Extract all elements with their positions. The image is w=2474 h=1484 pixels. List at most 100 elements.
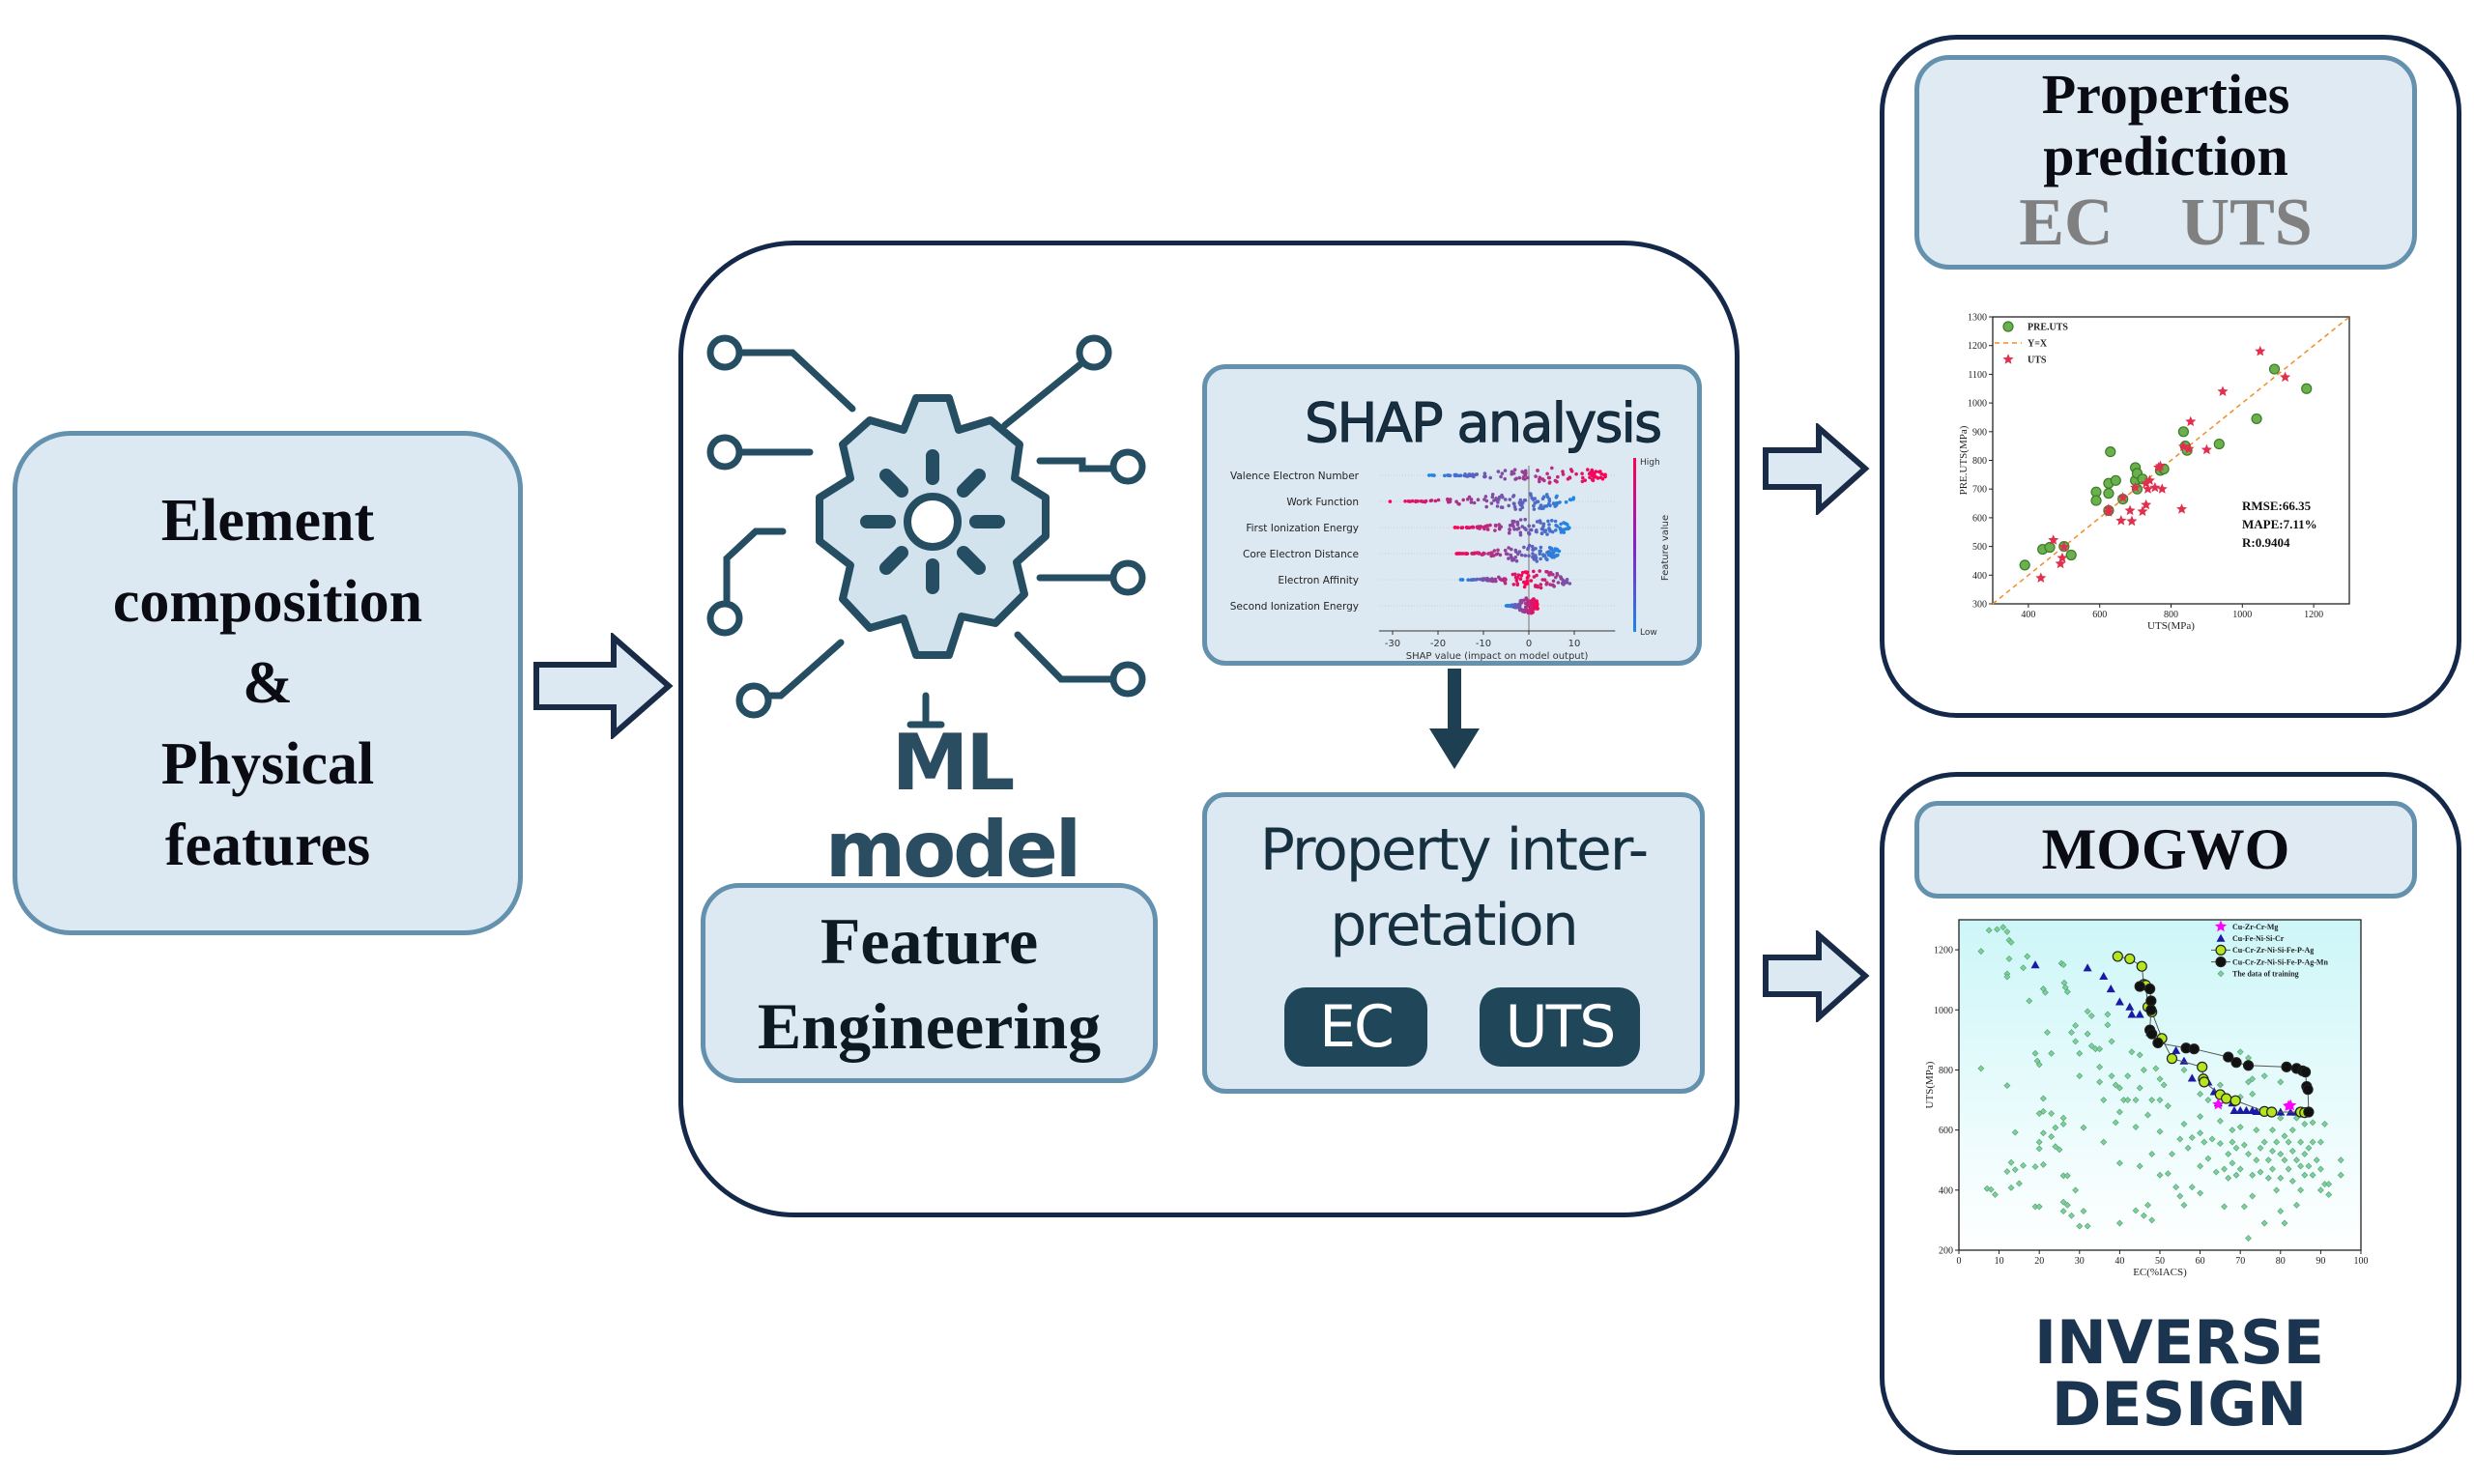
shap-dot: [1446, 498, 1451, 502]
triangle-marker: [2216, 933, 2226, 942]
shap-dot: [1530, 496, 1534, 500]
diamond-marker: [2108, 1038, 2115, 1045]
diamond-marker: [2080, 1124, 2087, 1131]
shap-dot: [1554, 496, 1559, 499]
diamond-marker: [2020, 964, 2027, 972]
shap-dot: [1500, 471, 1505, 475]
circle-marker: [2223, 1051, 2234, 1063]
shap-dot: [1553, 519, 1558, 524]
mogwo-title-box: MOGWO: [1914, 801, 2417, 899]
shap-dot: [1522, 498, 1527, 502]
diamond-marker: [2249, 1075, 2257, 1083]
diamond-marker: [2264, 1174, 2272, 1182]
input-line: composition: [112, 569, 423, 635]
shap-dot: [1531, 610, 1535, 614]
shap-dot: [1488, 523, 1492, 528]
diamond-marker: [2288, 1147, 2296, 1155]
shap-dot: [1554, 501, 1558, 505]
diamond-marker: [1985, 927, 1993, 934]
diamond-marker: [2072, 1022, 2080, 1029]
y-tick-label: 400: [1972, 571, 1987, 582]
shap-dot: [1511, 495, 1515, 499]
triangle-marker: [2241, 1105, 2251, 1115]
shap-dot: [1555, 525, 1560, 528]
shap-dot: [1484, 504, 1488, 509]
diamond-marker: [2188, 1184, 2196, 1191]
circle-marker: [2146, 1028, 2158, 1040]
triangle-marker: [2083, 963, 2092, 972]
triangle-marker: [2106, 985, 2115, 993]
shap-dot: [1559, 577, 1564, 581]
diamond-marker: [2305, 1162, 2313, 1170]
shap-dot: [1523, 477, 1527, 481]
shap-dot: [1443, 473, 1447, 478]
y-tick-label: 1000: [1968, 399, 1987, 410]
shap-dot: [1496, 500, 1500, 504]
diamond-marker: [2048, 1049, 2056, 1057]
shap-dot: [1458, 578, 1463, 582]
x-axis-label: EC(%IACS): [2133, 1267, 2187, 1278]
shap-dot: [1559, 522, 1563, 527]
diamond-marker: [2096, 1045, 2104, 1053]
circle-marker: [2281, 1061, 2292, 1072]
shap-dot: [1527, 531, 1532, 536]
shap-dot: [1508, 498, 1512, 501]
metric-annotation: R:0.9404: [2242, 535, 2290, 550]
circle-marker: [2112, 951, 2123, 962]
diamond-marker: [1977, 948, 1985, 956]
legend-label: The data of training: [2232, 970, 2299, 979]
diamond-marker: [2100, 1097, 2108, 1103]
diamond-marker: [2225, 1151, 2232, 1157]
shap-dot: [1493, 523, 1498, 528]
shap-dot: [1545, 471, 1549, 476]
diamond-marker: [2035, 1138, 2043, 1146]
circle-marker: [2019, 559, 2030, 571]
plot-background: [1959, 920, 2361, 1250]
diamond-marker: [2197, 1090, 2204, 1098]
star-marker: [2255, 345, 2266, 357]
shap-dot: [1546, 519, 1550, 524]
diamond-marker: [2140, 1067, 2147, 1073]
shap-dot: [1461, 552, 1465, 556]
diamond-marker: [2052, 1124, 2059, 1131]
diamond-marker: [2096, 1078, 2104, 1086]
shap-dot: [1545, 551, 1549, 555]
shap-dot: [1516, 573, 1521, 577]
diamond-marker: [2184, 1144, 2192, 1152]
shap-dot: [1464, 526, 1469, 529]
shap-dot: [1505, 604, 1510, 608]
star-marker: [2057, 552, 2068, 563]
diamond-marker: [2020, 1161, 2027, 1169]
shap-dot: [1541, 522, 1546, 527]
shap-dot: [1588, 471, 1593, 475]
shap-dot: [1523, 517, 1527, 522]
y-tick-label: 1000: [1934, 1006, 1953, 1016]
shap-dot: [1499, 474, 1503, 479]
circle-marker: [2144, 983, 2156, 995]
shap-dot: [1496, 470, 1501, 473]
star-marker: [2035, 572, 2047, 583]
x-tick-label: -10: [1476, 639, 1491, 649]
y-tick-label: 1100: [1968, 370, 1987, 381]
metric-annotation: RMSE:66.35: [2242, 499, 2312, 513]
shap-dot: [1388, 499, 1393, 503]
inverse-design-line: INVERSE: [2033, 1307, 2325, 1378]
shap-dot: [1528, 492, 1533, 496]
diamond-marker: [2011, 1166, 2019, 1174]
colorbar-label: Feature value: [1660, 515, 1671, 581]
shap-dot: [1482, 474, 1487, 479]
shap-dot: [1491, 554, 1496, 557]
diamond-marker: [2316, 1186, 2324, 1194]
shap-dot: [1490, 493, 1495, 497]
circle-marker: [2188, 1043, 2200, 1055]
shap-dot: [1510, 470, 1514, 474]
circle-marker: [2301, 383, 2313, 394]
diamond-marker: [2087, 1042, 2095, 1050]
shap-dot: [1554, 575, 1558, 580]
shap-dot: [1485, 528, 1490, 531]
diamond-marker: [2325, 1191, 2333, 1198]
diamond-marker: [2225, 1174, 2232, 1182]
shap-dot: [1535, 573, 1539, 578]
circle-marker: [2136, 960, 2147, 972]
